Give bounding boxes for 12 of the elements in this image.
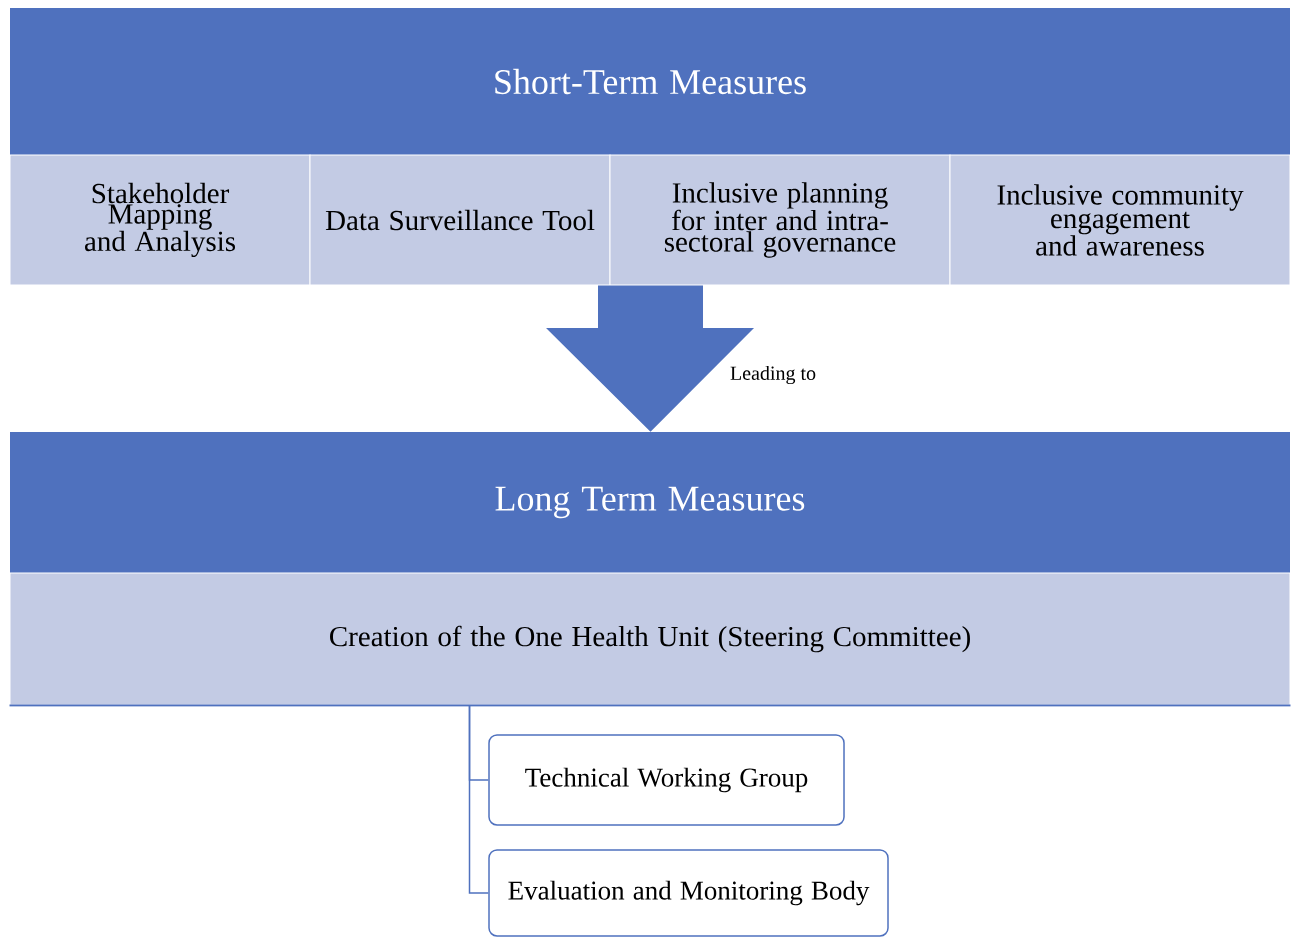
block-arrow	[546, 285, 754, 432]
measure-box: Creation of the One Health Unit (Steering Committee)	[9, 572, 1291, 706]
connector-line	[468, 704, 489, 894]
body-box: Evaluation and Monitoring Body	[488, 849, 889, 937]
measure-box: Inclusive planning for inter and intra-sectoral governance	[609, 154, 951, 286]
measure-box: Data Surveillance Tool	[309, 154, 611, 286]
header-band: Short-Term Measures	[10, 8, 1290, 155]
header-band: Long Term Measures	[10, 432, 1290, 573]
measure-box: Stakeholder Mapping and Analysis	[9, 154, 311, 286]
measure-box: Inclusive community engagement and awareness	[949, 154, 1291, 286]
body-box: Technical Working Group	[488, 734, 845, 826]
edge-label: Leading to	[728, 364, 818, 386]
